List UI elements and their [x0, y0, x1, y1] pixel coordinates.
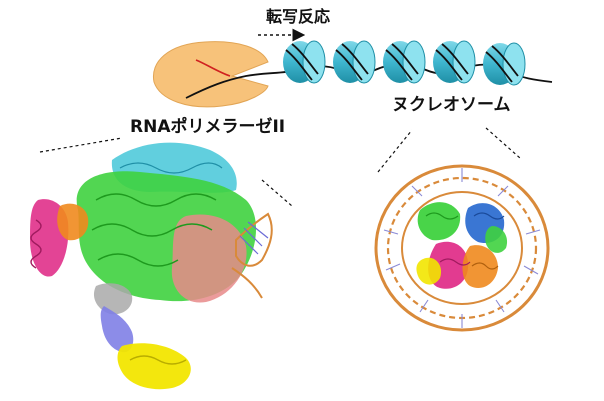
nucleosome-barrel-4	[433, 41, 475, 83]
nucleosome-barrel-1	[283, 41, 325, 83]
connector-right-a	[378, 130, 412, 172]
polymerase-structure	[30, 143, 272, 390]
connector-left-b	[262, 180, 292, 206]
polymerase-label: RNAポリメラーゼII	[130, 116, 285, 137]
nucleosome-barrel-3	[383, 41, 425, 83]
transcription-label: 転写反応	[266, 7, 330, 26]
nucleosome-barrel-5	[483, 43, 525, 85]
connector-left-a	[40, 138, 122, 152]
nucleosome-barrel-2	[333, 41, 375, 83]
nucleosome-structure	[376, 166, 548, 330]
nucleosome-label: ヌクレオソーム	[392, 95, 511, 115]
polymerase-body	[153, 42, 268, 107]
connector-right-b	[486, 128, 520, 158]
